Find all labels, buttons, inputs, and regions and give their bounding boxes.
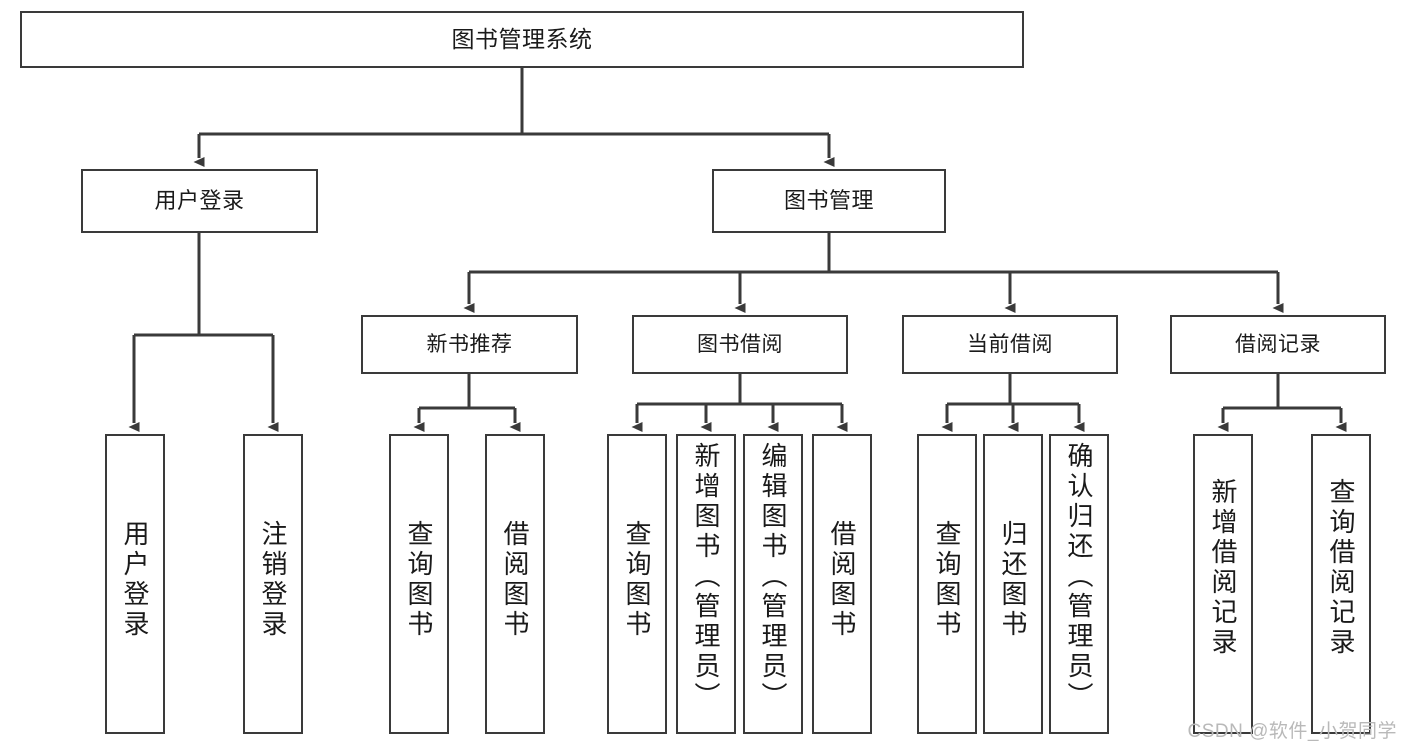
node-leaf-add-book[interactable]: 新增图书（管理员）: [676, 434, 736, 734]
node-leaf-query-record-label: 查询借阅记录: [1326, 478, 1356, 658]
node-leaf-user-logout[interactable]: 注销登录: [243, 434, 303, 734]
node-leaf-edit-book[interactable]: 编辑图书（管理员）: [743, 434, 803, 734]
node-leaf-confirm-return-label: 确认归还（管理员）: [1064, 442, 1094, 712]
node-book-borrow[interactable]: 图书借阅: [632, 315, 848, 374]
csdn-watermark: CSDN @软件_小贺同学: [1187, 721, 1397, 742]
node-leaf-borrow-book-1[interactable]: 借阅图书: [485, 434, 545, 734]
node-leaf-return-book-label: 归还图书: [998, 520, 1028, 640]
node-leaf-query-record[interactable]: 查询借阅记录: [1311, 434, 1371, 734]
node-leaf-query-book-2[interactable]: 查询图书: [607, 434, 667, 734]
node-borrow-record-label: 借阅记录: [1235, 332, 1321, 356]
node-leaf-query-book-3-label: 查询图书: [932, 520, 962, 640]
node-user-login[interactable]: 用户登录: [81, 169, 318, 233]
node-leaf-user-login[interactable]: 用户登录: [105, 434, 165, 734]
node-leaf-query-book-1[interactable]: 查询图书: [389, 434, 449, 734]
node-leaf-user-login-label: 用户登录: [120, 520, 150, 640]
node-root[interactable]: 图书管理系统: [20, 11, 1024, 68]
node-root-label: 图书管理系统: [451, 26, 593, 53]
node-leaf-edit-book-label: 编辑图书（管理员）: [758, 442, 788, 712]
node-borrow-record[interactable]: 借阅记录: [1170, 315, 1386, 374]
node-leaf-borrow-book-2[interactable]: 借阅图书: [812, 434, 872, 734]
node-leaf-add-record[interactable]: 新增借阅记录: [1193, 434, 1253, 734]
node-leaf-add-book-label: 新增图书（管理员）: [691, 442, 721, 712]
node-book-mgmt[interactable]: 图书管理: [712, 169, 946, 233]
node-leaf-query-book-1-label: 查询图书: [404, 520, 434, 640]
node-leaf-borrow-book-2-label: 借阅图书: [827, 520, 857, 640]
node-leaf-query-book-3[interactable]: 查询图书: [917, 434, 977, 734]
node-leaf-user-logout-label: 注销登录: [258, 520, 288, 640]
node-leaf-add-record-label: 新增借阅记录: [1208, 478, 1238, 658]
node-leaf-borrow-book-1-label: 借阅图书: [500, 520, 530, 640]
node-current-borrow[interactable]: 当前借阅: [902, 315, 1118, 374]
node-new-book-recommend[interactable]: 新书推荐: [361, 315, 578, 374]
node-leaf-query-book-2-label: 查询图书: [622, 520, 652, 640]
node-current-borrow-label: 当前借阅: [967, 332, 1053, 356]
node-leaf-return-book[interactable]: 归还图书: [983, 434, 1043, 734]
node-leaf-confirm-return[interactable]: 确认归还（管理员）: [1049, 434, 1109, 734]
node-user-login-label: 用户登录: [154, 188, 245, 214]
node-book-borrow-label: 图书借阅: [697, 332, 783, 356]
node-new-book-recommend-label: 新书推荐: [426, 332, 513, 356]
node-book-mgmt-label: 图书管理: [783, 188, 874, 214]
